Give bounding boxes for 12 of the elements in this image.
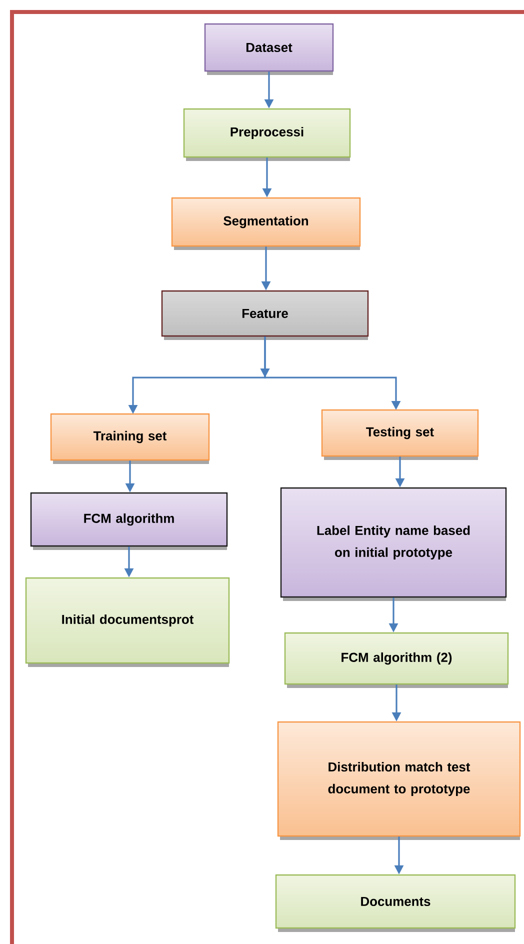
process-box: Label Entity name based on initial prototype bbox=[280, 487, 507, 601]
process-box: Segmentation bbox=[171, 197, 361, 250]
process-box: Training set bbox=[50, 413, 210, 464]
process-box: FCM algorithm (2) bbox=[284, 632, 509, 688]
process-box: Initial documentsprot bbox=[25, 577, 230, 667]
process-box: Documents bbox=[275, 874, 516, 932]
process-box: Dataset bbox=[204, 23, 334, 75]
process-box: FCM algorithm bbox=[30, 492, 228, 550]
process-box: Preprocessi bbox=[183, 108, 351, 161]
process-box: Testing set bbox=[321, 409, 479, 460]
process-box: Feature bbox=[161, 290, 369, 340]
process-box: Distribution match test document to prototype bbox=[277, 721, 521, 840]
